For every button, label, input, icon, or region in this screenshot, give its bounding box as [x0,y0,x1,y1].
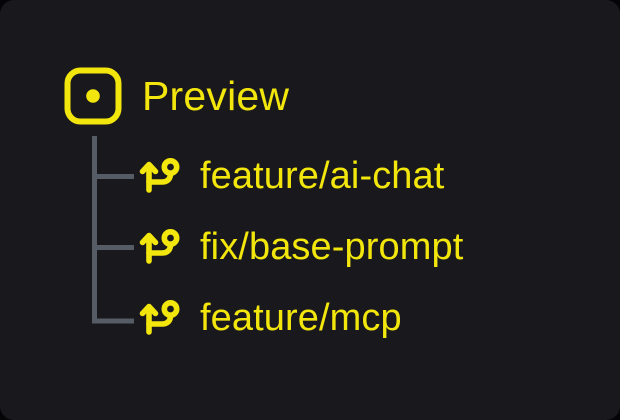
tree-branch-label: fix/base-prompt [200,226,464,268]
git-branch-icon [139,158,180,193]
tree-branch-label: feature/ai-chat [200,155,445,197]
rounded-square-dot-icon [64,67,122,125]
tree-branch-item[interactable]: feature/ai-chat [136,148,444,204]
tree-branch-label: feature/mcp [200,297,402,339]
tree-branch-item[interactable]: fix/base-prompt [136,219,463,275]
tree-root-label: Preview [142,72,290,119]
git-branch-icon [139,229,180,264]
git-branch-icon [139,300,180,335]
tree-branch-item[interactable]: feature/mcp [136,290,402,346]
tree-root-node[interactable]: Preview [62,62,289,130]
